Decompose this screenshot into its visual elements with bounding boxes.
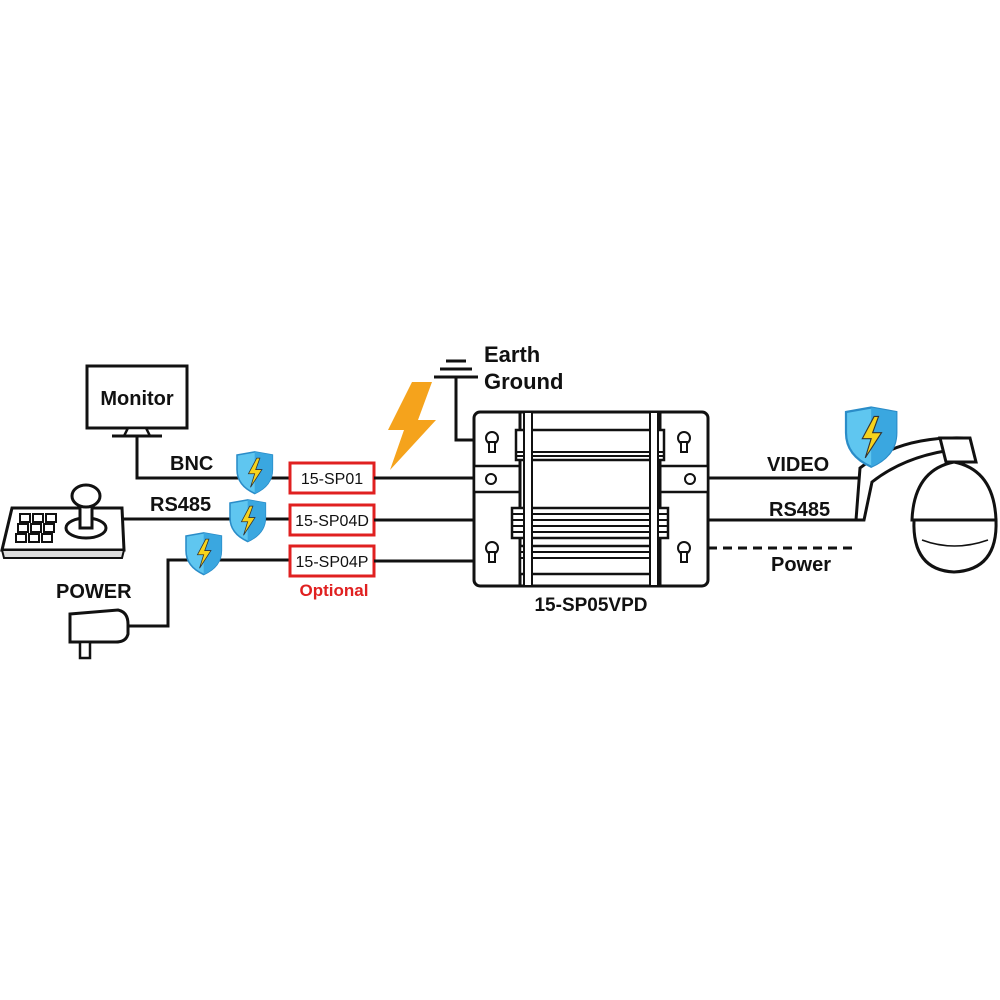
protector-15-SP04P: 15-SP04P <box>288 544 376 578</box>
lightning-icon <box>388 382 436 470</box>
device-label: 15-SP05VPD <box>534 595 647 616</box>
rs485-left-label: RS485 <box>150 494 211 516</box>
protector-15-SP01: 15-SP01 <box>288 461 376 495</box>
keyboard-controller-icon <box>0 483 126 559</box>
monitor-icon <box>85 364 189 438</box>
earth-label: Earth <box>484 342 540 367</box>
protector-label: 15-SP01 <box>301 471 363 488</box>
protector-label: 15-SP04P <box>296 554 369 571</box>
rs485-right-label: RS485 <box>769 499 830 521</box>
protector-label: 15-SP04D <box>295 513 369 530</box>
bnc-label: BNC <box>170 453 213 475</box>
shield-lightning-icon <box>229 499 267 543</box>
monitor-label: Monitor <box>100 388 174 410</box>
optional-label: Optional <box>300 581 369 600</box>
shield-lightning-icon <box>185 532 223 576</box>
video-label: VIDEO <box>767 454 829 476</box>
shield-lightning-icon <box>236 451 274 495</box>
protector-15-SP04D: 15-SP04D <box>288 503 376 537</box>
power-left-label: POWER <box>56 581 132 603</box>
power-adapter-icon <box>68 608 130 660</box>
ground-label: Ground <box>484 369 563 394</box>
power-right-label: Power <box>771 554 831 576</box>
device-15-SP05VPD <box>472 410 710 588</box>
power-left-wire <box>128 558 292 628</box>
